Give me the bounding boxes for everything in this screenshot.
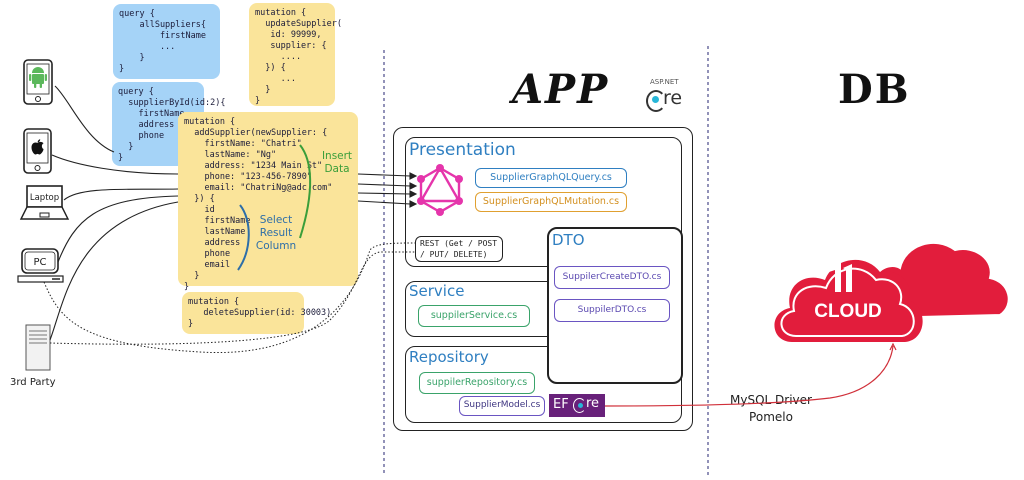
- file-supplier-graphql-query[interactable]: SupplierGraphQLQuery.cs: [475, 168, 627, 188]
- presentation-title: Presentation: [409, 140, 516, 160]
- note-mutation-update-supplier: mutation { updateSupplier( id: 99999, su…: [249, 3, 342, 106]
- file-supplier-service[interactable]: suppilerService.cs: [418, 305, 530, 327]
- pc-icon: PC: [17, 248, 64, 283]
- rest-endpoint-box[interactable]: REST (Get / POST / PUT/ DELETE): [415, 236, 503, 262]
- aspnet-label: ASP.NET: [650, 78, 679, 86]
- note-query-all-suppliers: query { allSuppliers{ firstName ... } }: [113, 4, 220, 79]
- insert-data-label: Insert Data: [321, 150, 353, 175]
- service-title: Service: [409, 282, 465, 300]
- server-icon: [25, 324, 51, 371]
- cloud-icon: CLOUD: [774, 241, 1010, 342]
- aspnet-core-logo: ASP.NET re: [642, 78, 692, 118]
- third-party-label: 3rd Party: [10, 377, 56, 388]
- cloud-label: CLOUD: [814, 301, 882, 322]
- select-result-column-label: Select Result Column: [255, 214, 297, 252]
- ti-logo-icon: [829, 260, 852, 292]
- db-section-title: DB: [838, 66, 911, 113]
- ef-core-re-text: re: [586, 396, 600, 411]
- note-mutation-add-supplier: mutation { addSupplier(newSupplier: { fi…: [178, 112, 358, 292]
- android-logo-icon: [29, 67, 47, 88]
- pc-label: PC: [33, 257, 46, 268]
- ef-core-c-icon: [573, 398, 586, 413]
- repository-title: Repository: [409, 348, 489, 366]
- file-supplier-graphql-mutation[interactable]: SupplierGraphQLMutation.cs: [475, 192, 627, 212]
- dto-title: DTO: [552, 231, 585, 249]
- apple-logo-icon: [31, 139, 44, 155]
- file-supplier-create-dto[interactable]: SuppilerCreateDTO.cs: [554, 266, 670, 289]
- ef-label: EF: [553, 397, 569, 412]
- core-dot-icon: [652, 96, 659, 103]
- mysql-driver-label: MySQL Driver Pomelo: [730, 393, 812, 424]
- core-re-text: re: [663, 87, 683, 109]
- ef-core-dot-icon: [578, 403, 583, 408]
- file-supplier-dto[interactable]: SuppilerDTO.cs: [554, 299, 670, 322]
- android-phone-icon: [23, 59, 53, 105]
- core-c-icon: [646, 90, 666, 112]
- iphone-icon: [23, 128, 52, 174]
- file-supplier-model[interactable]: SupplierModel.cs: [459, 396, 545, 416]
- laptop-icon: Laptop: [19, 185, 70, 220]
- app-section-title: APP: [512, 66, 610, 113]
- file-supplier-repository[interactable]: suppilerRepository.cs: [419, 372, 535, 394]
- note-mutation-delete-supplier: mutation { deleteSupplier(id: 30003) }: [182, 292, 331, 334]
- ef-core-badge: EF re: [549, 394, 605, 417]
- laptop-label: Laptop: [30, 193, 59, 203]
